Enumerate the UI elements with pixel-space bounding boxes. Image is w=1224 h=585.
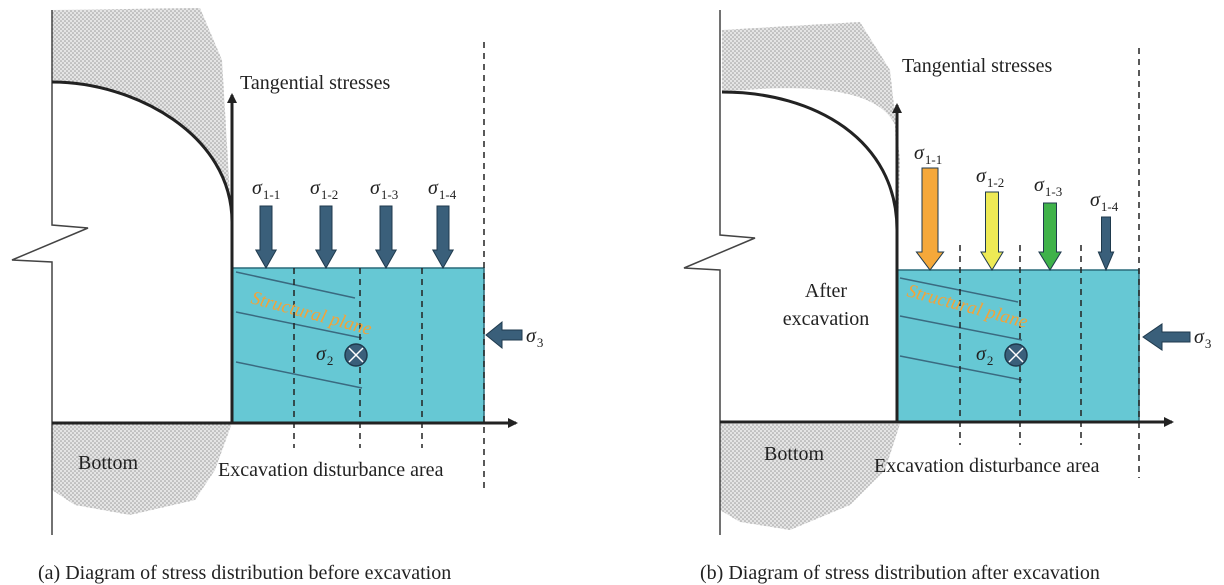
caption-a: (a) Diagram of stress distribution befor… bbox=[38, 562, 451, 584]
sigma1-arrow-a-4 bbox=[431, 205, 455, 270]
sigma-1-2-label-b: σ1-2 bbox=[976, 165, 1004, 190]
break-line-b bbox=[683, 10, 756, 535]
rock-mass-b-upper bbox=[722, 22, 900, 230]
sigma-1-3-label-b: σ1-3 bbox=[1034, 174, 1062, 199]
panel-b: Tangential stresses Excavation disturban… bbox=[683, 10, 1211, 584]
sigma1-arrow-a-3 bbox=[374, 205, 398, 270]
sigma1-arrow-b-4 bbox=[1097, 216, 1115, 272]
axis-label-b: Tangential stresses bbox=[902, 55, 1052, 77]
sigma-3-label-b: σ3 bbox=[1194, 326, 1211, 351]
sigma1-arrows-b bbox=[915, 167, 1115, 272]
sigma-2-label-b: σ2 bbox=[976, 343, 993, 368]
caption-b: (b) Diagram of stress distribution after… bbox=[700, 562, 1100, 584]
structural-plane-lines-b bbox=[899, 277, 1023, 381]
sigma2-symbol-b bbox=[1004, 343, 1028, 367]
sigma3-arrow-a bbox=[485, 320, 523, 350]
sigma-1-1-label-a: σ1-1 bbox=[252, 177, 280, 202]
sigma-1-3-label-a: σ1-3 bbox=[370, 177, 398, 202]
sigma-2-label-a: σ2 bbox=[316, 343, 333, 368]
sigma3-arrow-b bbox=[1142, 323, 1191, 351]
bottom-label-a: Bottom bbox=[78, 452, 138, 474]
tunnel-opening-a bbox=[52, 82, 232, 423]
structural-plane-lines-a bbox=[235, 271, 363, 389]
sigma-1-4-label-a: σ1-4 bbox=[428, 177, 457, 202]
sigma-1-2-label-a: σ1-2 bbox=[310, 177, 338, 202]
sigma1-arrow-b-3 bbox=[1038, 202, 1062, 271]
sigma1-arrows-a bbox=[254, 205, 455, 270]
panel-a: Tangential stresses Excavation disturban… bbox=[11, 8, 543, 584]
sigma-1-4-label-b: σ1-4 bbox=[1090, 189, 1119, 214]
axis-label-a: Tangential stresses bbox=[240, 72, 390, 94]
rock-mass-b-bottom bbox=[720, 424, 900, 530]
sigma-3-label-a: σ3 bbox=[526, 325, 543, 350]
break-line-a bbox=[11, 10, 89, 535]
sigma1-arrow-a-2 bbox=[314, 205, 338, 270]
sigma2-symbol-a bbox=[344, 343, 368, 367]
excavation-label-b: excavation bbox=[783, 308, 870, 330]
tunnel-arch-b bbox=[721, 90, 899, 231]
sigma1-arrow-b-1 bbox=[915, 167, 945, 271]
disturbance-label-b: Excavation disturbance area bbox=[874, 455, 1100, 477]
sigma1-arrow-a-1 bbox=[254, 205, 278, 270]
tunnel-arch-a bbox=[51, 80, 234, 223]
disturbance-label-a: Excavation disturbance area bbox=[218, 459, 444, 481]
bottom-label-b: Bottom bbox=[764, 443, 824, 465]
after-label-b: After bbox=[805, 280, 848, 302]
sigma-1-1-label-b: σ1-1 bbox=[914, 142, 942, 167]
sigma1-arrow-b-2 bbox=[980, 191, 1004, 271]
